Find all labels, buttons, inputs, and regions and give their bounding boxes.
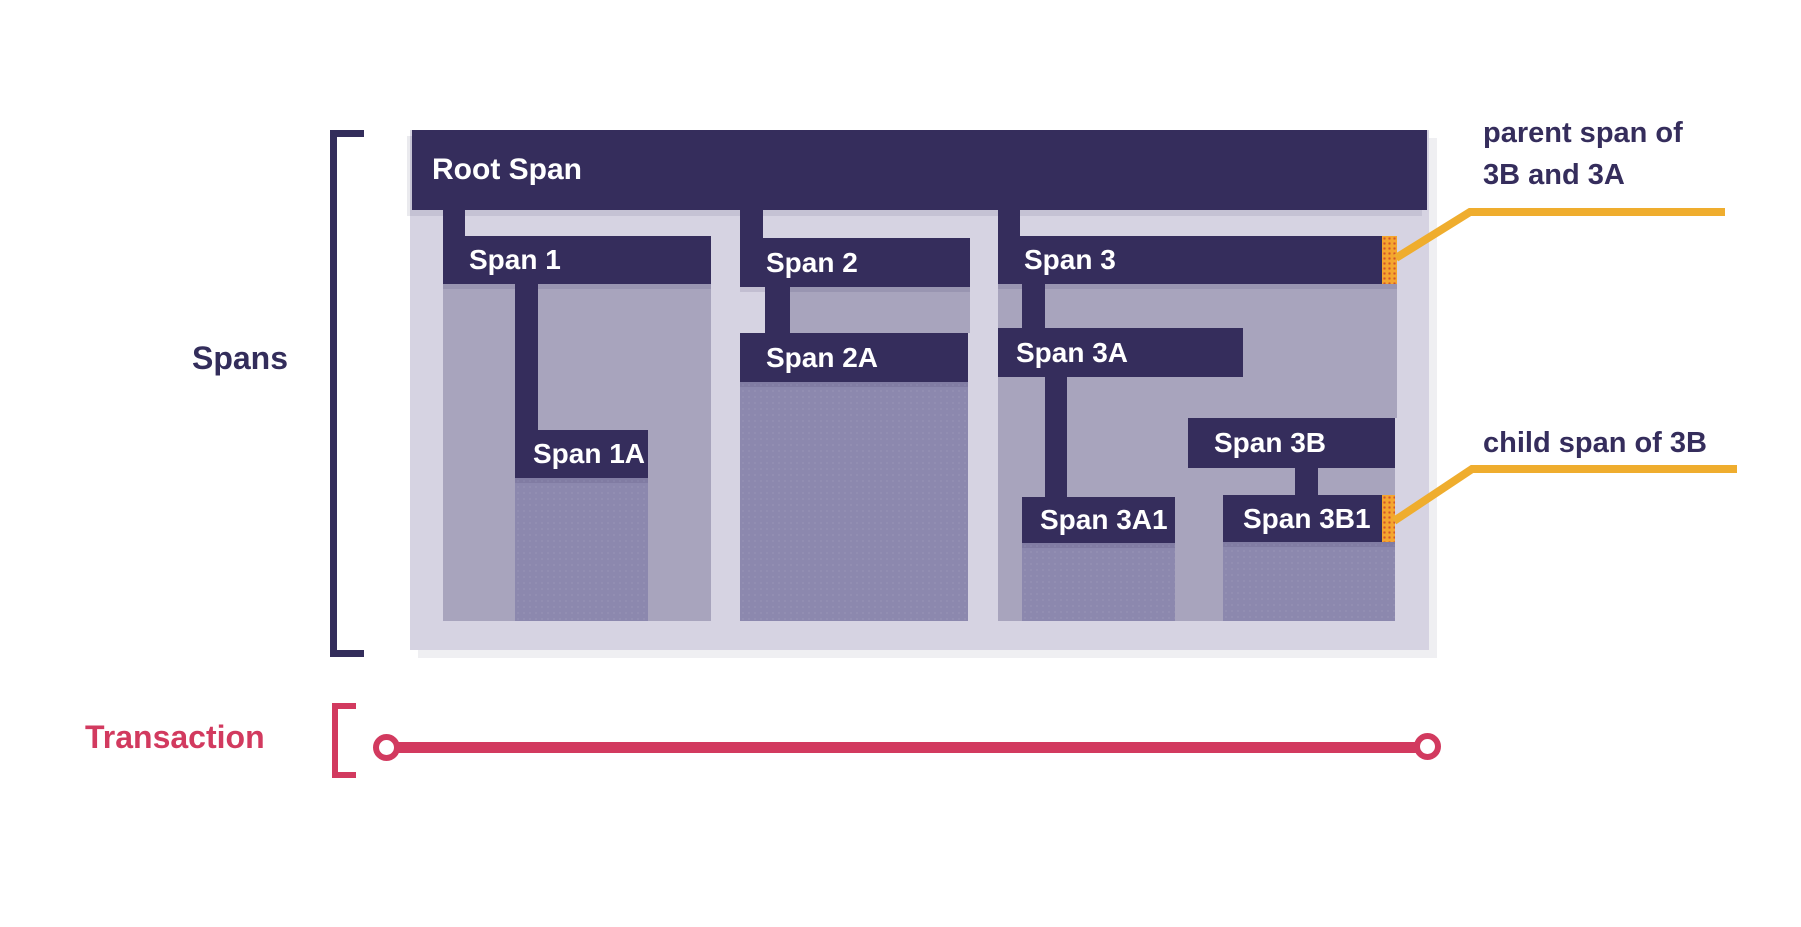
highlight-marker-span3 <box>1382 236 1397 284</box>
span-label-1: Span 1 <box>469 244 561 275</box>
span-bar-3b1: Span 3B1 <box>1223 495 1395 542</box>
span-label-1a: Span 1A <box>533 438 646 469</box>
span-fill-2 <box>790 287 970 333</box>
span-connector-1a <box>515 284 538 430</box>
span-connector-3b1 <box>1295 468 1318 495</box>
span-fill-3b1 <box>1223 542 1395 621</box>
annotation-parent-line1: parent span of <box>1483 117 1683 149</box>
annotation-parent-line2: 3B and 3A <box>1483 159 1625 191</box>
span-fill-3a1 <box>1022 543 1175 621</box>
span-bar-3a1: Span 3A1 <box>1022 497 1175 543</box>
span-bar-root: Root Span <box>412 130 1427 210</box>
transaction-timeline <box>390 742 1426 753</box>
spans-bracket <box>330 130 364 657</box>
span-fill-2a <box>740 382 968 621</box>
span-label-3a: Span 3A <box>1016 336 1129 368</box>
span-label-3a1: Span 3A1 <box>1040 504 1168 535</box>
span-bar-2a: Span 2A <box>740 333 968 382</box>
span-label-2: Span 2 <box>766 246 858 278</box>
span-bar-3b: Span 3B <box>1188 418 1395 468</box>
span-label-3: Span 3 <box>1024 244 1116 275</box>
span-bar-3: Span 3 <box>998 236 1397 284</box>
annotation-line-parent <box>1393 208 1725 262</box>
span-label-3b1: Span 3B1 <box>1243 502 1371 534</box>
annotation-child-text: child span of 3B <box>1483 422 1707 464</box>
span-label-root: Root Span <box>432 153 582 186</box>
span-fill-3b <box>1188 468 1395 495</box>
span-bar-1: Span 1 <box>443 236 711 284</box>
highlight-marker-span3b1 <box>1382 495 1395 542</box>
span-connector-3a1 <box>1045 377 1067 498</box>
timeline-end-circle <box>1414 733 1441 760</box>
transaction-bracket <box>332 703 356 778</box>
span-label-3b: Span 3B <box>1214 427 1327 458</box>
span-bar-3a: Span 3A <box>998 328 1243 377</box>
span-connector-1 <box>443 208 465 238</box>
timeline-start-circle <box>373 734 400 761</box>
span-connector-3 <box>998 208 1020 236</box>
span-connector-2a <box>765 287 790 333</box>
annotation-parent-text: parent span of 3B and 3A <box>1483 112 1683 196</box>
span-label-2a: Span 2A <box>766 341 879 373</box>
span-connector-3a <box>1022 284 1045 328</box>
annotation-child-line1: child span of 3B <box>1483 427 1707 459</box>
span-connector-2 <box>740 208 763 238</box>
span-bar-2: Span 2 <box>740 238 970 287</box>
spans-label: Spans <box>191 340 289 376</box>
annotation-line-child <box>1391 465 1737 525</box>
transaction-label: Transaction <box>85 719 265 755</box>
span-bar-1a: Span 1A <box>515 430 648 478</box>
